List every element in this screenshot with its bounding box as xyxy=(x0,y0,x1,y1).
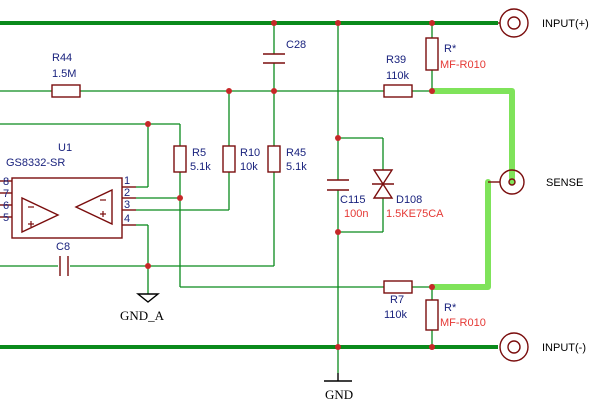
resistor-r45-body xyxy=(267,145,281,173)
d108-value: 1.5KE75CA xyxy=(386,208,444,220)
c115-value: 100n xyxy=(344,208,368,220)
resistor-r10-body xyxy=(222,145,236,173)
power-buses xyxy=(0,21,498,349)
r10-value: 10k xyxy=(240,161,258,173)
capacitor-c115-body xyxy=(327,179,349,191)
junction-dots xyxy=(145,20,435,350)
r45-value: 5.1k xyxy=(286,161,307,173)
opamp-signs xyxy=(28,199,106,227)
u1-pin-7: 7 xyxy=(3,188,9,200)
u1-pin-8: 8 xyxy=(3,176,9,188)
ground-icon xyxy=(324,373,352,382)
u1-pin-3: 3 xyxy=(124,199,130,211)
u1-pin-2: 2 xyxy=(124,187,130,199)
r39-ref: R39 xyxy=(386,54,406,66)
r44-ref: R44 xyxy=(52,52,72,64)
resistor-rbot-body xyxy=(425,299,439,331)
resistor-r7-body xyxy=(383,280,413,294)
components xyxy=(0,37,439,331)
connector-input-plus-icon xyxy=(499,8,529,38)
rtop-value: MF-R010 xyxy=(440,59,486,71)
r10-ref: R10 xyxy=(240,147,260,159)
opamp-u1-body xyxy=(0,177,136,239)
capacitor-c8-body xyxy=(59,256,69,276)
connector-input-minus-icon xyxy=(499,332,529,362)
c8-ref: C8 xyxy=(56,241,70,253)
connector-sense-label: SENSE xyxy=(546,177,583,189)
labels: INPUT(+) SENSE INPUT(-) R44 1.5M C28 R39… xyxy=(3,18,589,402)
c28-ref: C28 xyxy=(286,39,306,51)
connectors xyxy=(488,8,529,362)
wiring xyxy=(0,23,433,373)
r39-value: 110k xyxy=(386,70,410,82)
resistor-r44-body xyxy=(51,84,81,98)
u1-pin-1: 1 xyxy=(124,175,130,187)
r7-value: 110k xyxy=(384,309,408,321)
u1-pin-6: 6 xyxy=(3,200,9,212)
ground-a-label: GND_A xyxy=(120,308,165,323)
r45-ref: R45 xyxy=(286,147,306,159)
r5-ref: R5 xyxy=(192,147,206,159)
ground-a-icon xyxy=(136,293,160,303)
rbot-value: MF-R010 xyxy=(440,317,486,329)
resistor-r39-body xyxy=(383,84,413,98)
rtop-ref: R* xyxy=(444,43,457,55)
d108-ref: D108 xyxy=(396,194,422,206)
sense-trace-highlight xyxy=(429,88,515,290)
connector-input-plus-label: INPUT(+) xyxy=(542,18,589,30)
connector-input-minus-label: INPUT(-) xyxy=(542,342,586,354)
r5-value: 5.1k xyxy=(190,161,211,173)
u1-ref: U1 xyxy=(58,142,72,154)
u1-value: GS8332-SR xyxy=(6,157,65,169)
r44-value: 1.5M xyxy=(52,68,76,80)
u1-pin-4: 4 xyxy=(124,213,130,225)
r7-ref: R7 xyxy=(390,294,404,306)
ground-symbols xyxy=(136,293,352,382)
c115-ref: C115 xyxy=(340,194,365,206)
capacitor-c28-body xyxy=(263,53,285,64)
resistor-r5-body xyxy=(173,145,187,173)
diode-d108-body xyxy=(372,169,394,199)
u1-pin-5: 5 xyxy=(3,212,9,224)
rbot-ref: R* xyxy=(444,302,457,314)
resistor-rtop-body xyxy=(425,37,439,71)
ground-label: GND xyxy=(325,387,353,402)
